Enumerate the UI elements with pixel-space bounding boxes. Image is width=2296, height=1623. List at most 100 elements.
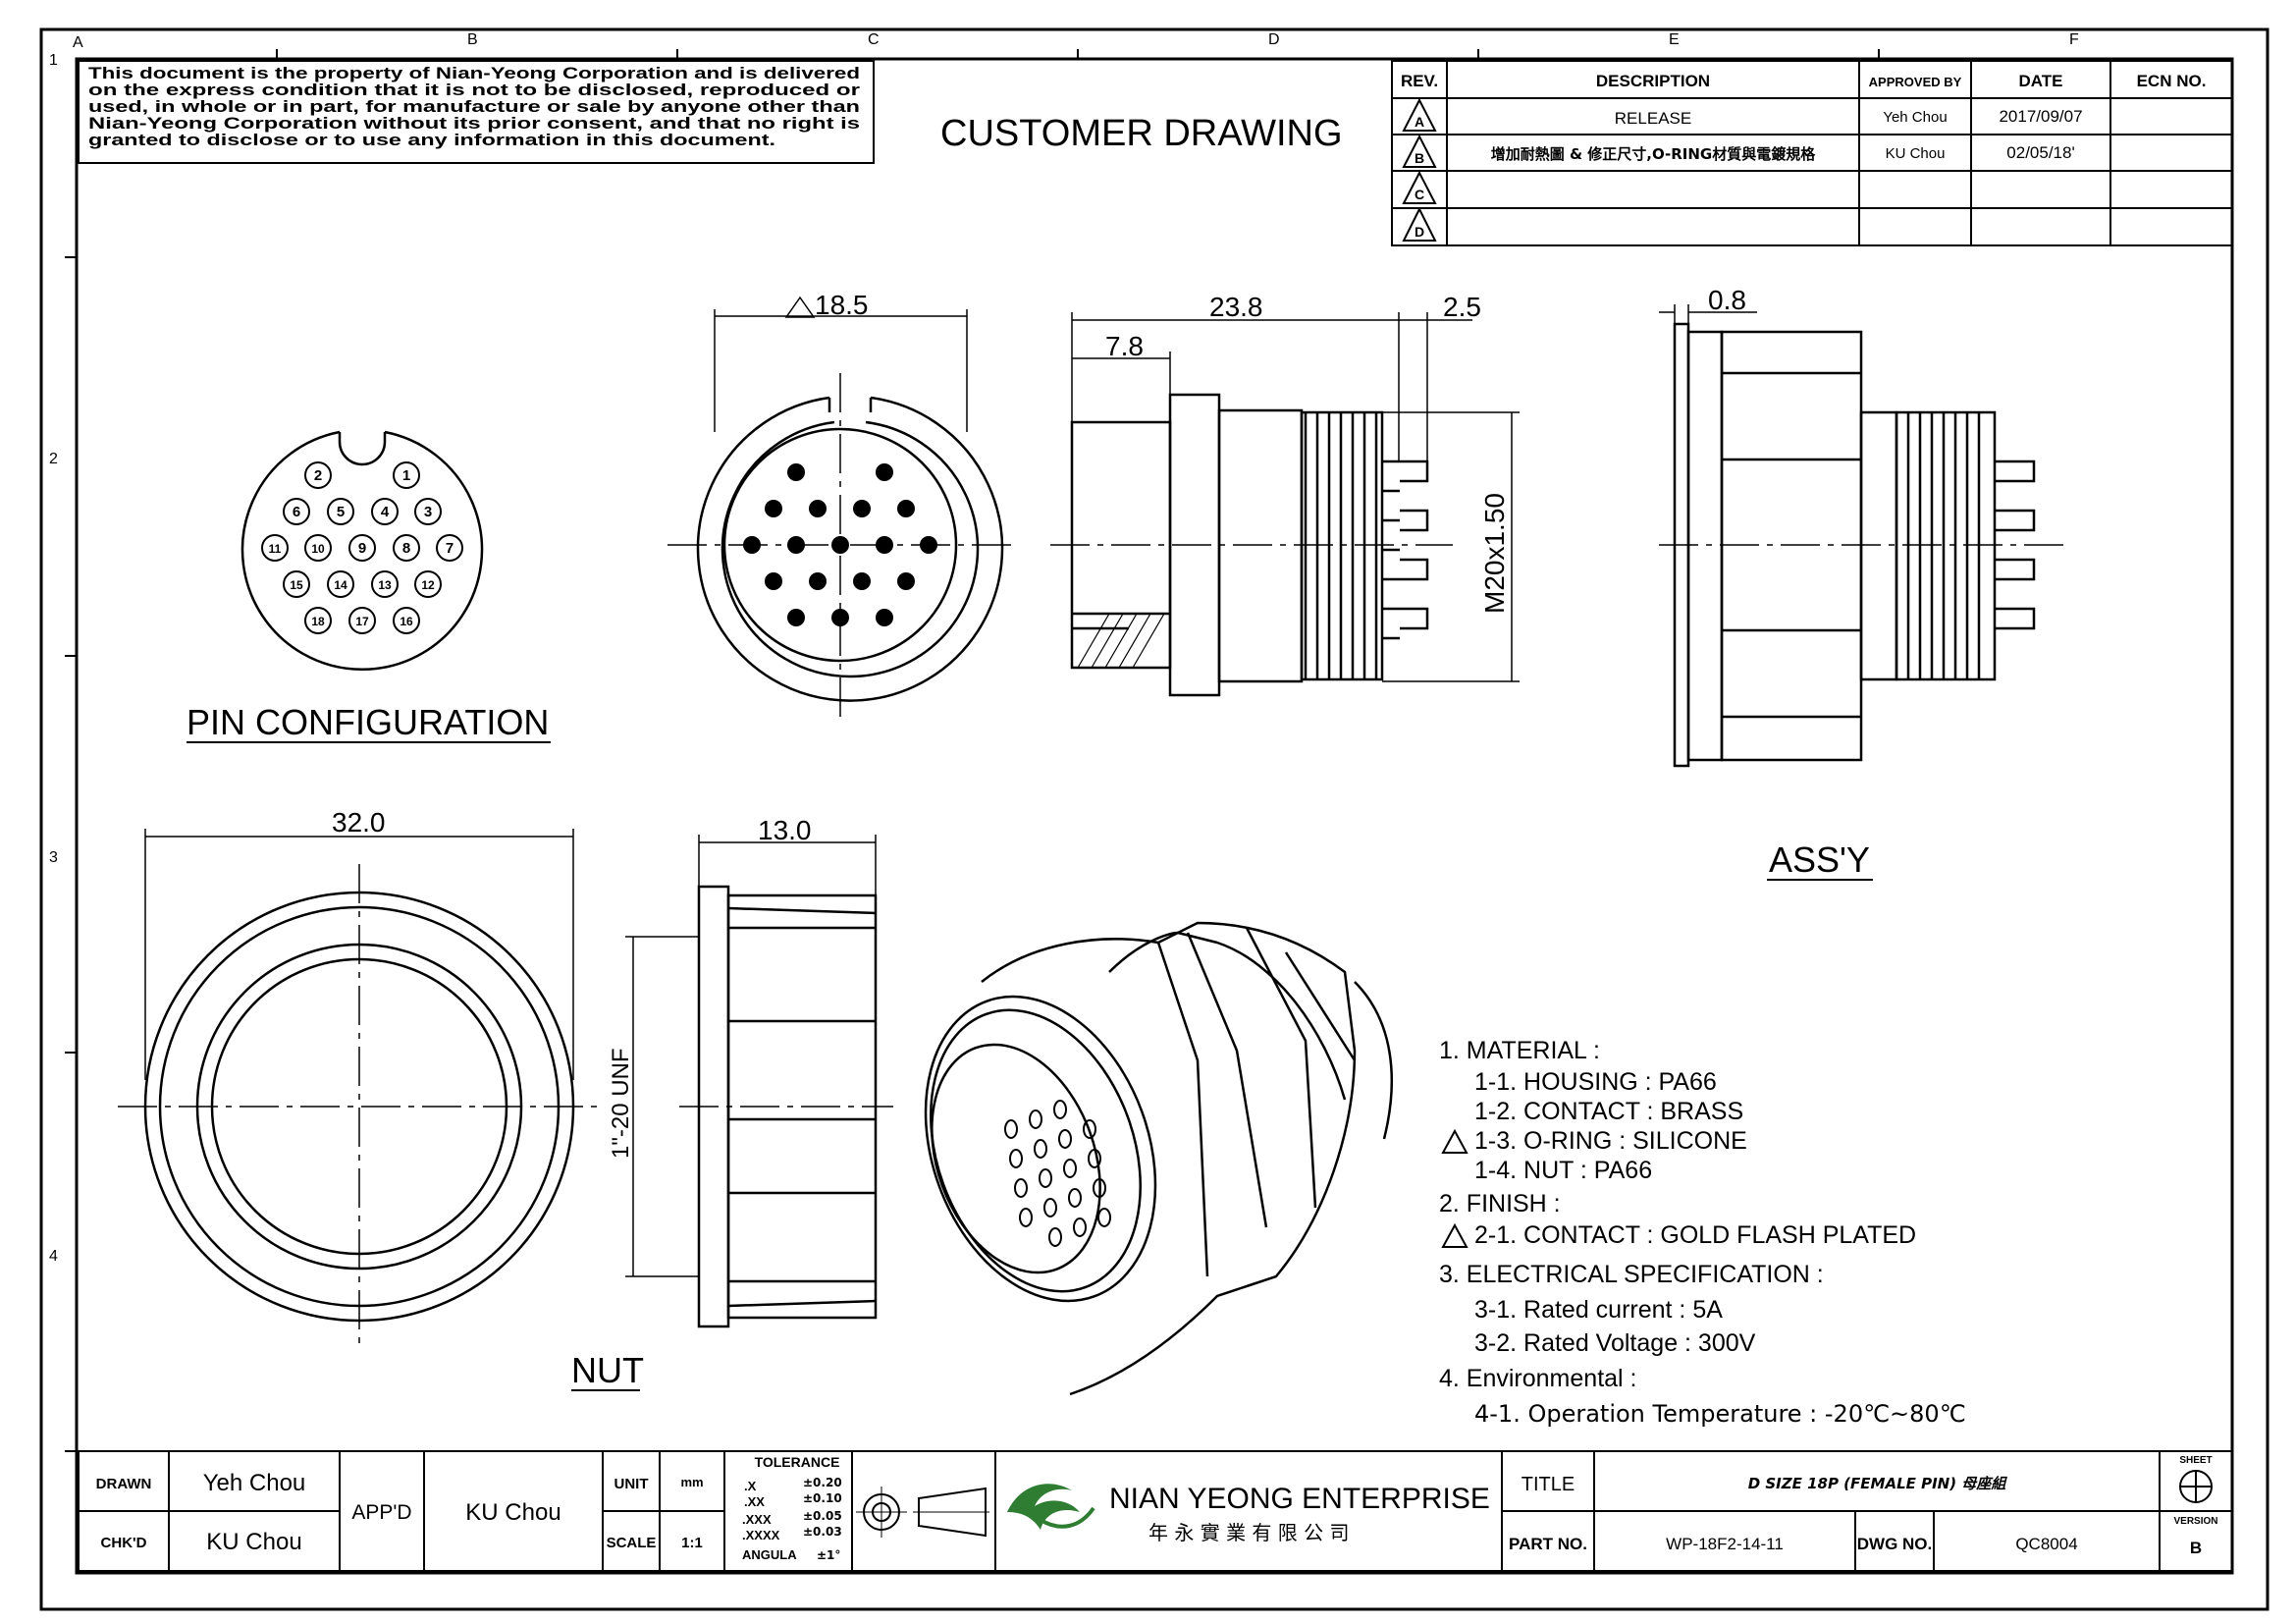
drawn-label: DRAWN xyxy=(96,1476,152,1492)
contact xyxy=(1097,1208,1111,1227)
contact xyxy=(1019,1208,1033,1227)
tolerance-key: .X xyxy=(744,1479,757,1493)
svg-text:8: 8 xyxy=(402,540,410,557)
chkd-value: KU Chou xyxy=(206,1529,301,1555)
note-line: 1-2. CONTACT : BRASS xyxy=(1474,1098,1743,1125)
svg-text:9: 9 xyxy=(358,540,366,557)
pin: 11 xyxy=(261,534,289,562)
note-line: 1-4. NUT : PA66 xyxy=(1474,1157,1652,1184)
approved-header: APPROVED BY xyxy=(1869,75,1962,89)
zone-number: 1 xyxy=(49,52,58,69)
contact xyxy=(1039,1168,1052,1188)
ecn-header: ECN NO. xyxy=(2137,72,2207,90)
pin: 15 xyxy=(283,570,310,598)
nut-thread-value: 1"-20 UNF xyxy=(608,1048,634,1159)
flange-offset-value: 7.8 xyxy=(1105,331,1144,361)
svg-text:18: 18 xyxy=(311,615,325,628)
notice-line: granted to disclose or to use any inform… xyxy=(88,131,775,149)
part-label: PART NO. xyxy=(1509,1535,1587,1553)
svg-text:7: 7 xyxy=(446,540,454,557)
contact xyxy=(1004,1119,1018,1139)
contact xyxy=(897,572,915,590)
contact xyxy=(1058,1129,1072,1149)
nut-diameter-dimension xyxy=(144,829,574,1080)
contact xyxy=(876,463,893,481)
rev-approved: Yeh Chou xyxy=(1883,109,1947,126)
zone-letter: E xyxy=(1669,31,1680,48)
part-value: WP-18F2-14-11 xyxy=(1666,1535,1784,1553)
sheet-label: SHEET xyxy=(2179,1455,2212,1466)
note-line: 1. MATERIAL : xyxy=(1439,1037,1600,1064)
pin: 17 xyxy=(348,607,376,634)
version-value: B xyxy=(2190,1539,2202,1557)
contact xyxy=(765,500,782,517)
svg-text:6: 6 xyxy=(293,504,300,520)
tolerance-value: ±0.03 xyxy=(803,1525,842,1539)
nut-front-view xyxy=(118,864,601,1345)
pin: 5 xyxy=(327,498,354,525)
zone-letter: A xyxy=(73,34,83,51)
contact xyxy=(1073,1217,1087,1237)
rev-approved: KU Chou xyxy=(1886,145,1946,162)
pin-configuration-label: PIN CONFIGURATION xyxy=(187,702,549,742)
rev-letter: B xyxy=(1415,150,1424,166)
contact xyxy=(1043,1198,1057,1217)
tolerance-key: ANGULA xyxy=(742,1547,797,1562)
note-line: 1-1. HOUSING : PA66 xyxy=(1474,1068,1717,1096)
svg-text:11: 11 xyxy=(269,542,282,556)
notice-line: used, in whole or in part, for manufactu… xyxy=(88,97,860,116)
rev-letter: A xyxy=(1415,114,1424,130)
pin: 1 xyxy=(393,461,420,489)
title-label: TITLE xyxy=(1522,1474,1575,1495)
revision-headers: REV. DESCRIPTION APPROVED BY DATE ECN NO… xyxy=(1401,72,2206,90)
body-length-value: 23.8 xyxy=(1209,292,1263,322)
notes: 1. MATERIAL : 1-1. HOUSING : PA66 1-2. C… xyxy=(1439,1037,1966,1428)
svg-text:4: 4 xyxy=(381,504,390,520)
drawn-value: Yeh Chou xyxy=(203,1470,306,1496)
contact xyxy=(1014,1178,1028,1198)
appd-label: APP'D xyxy=(351,1501,411,1524)
contact xyxy=(853,500,871,517)
title-block-fields: DRAWN Yeh Chou CHK'D KU Chou APP'D KU Ch… xyxy=(96,1454,840,1555)
contact xyxy=(787,536,805,554)
tolerance-value: ±1° xyxy=(817,1548,840,1562)
pin: 12 xyxy=(414,570,442,598)
contact xyxy=(876,609,893,626)
notice-box xyxy=(78,60,875,164)
pin: 3 xyxy=(414,498,442,525)
chkd-label: CHK'D xyxy=(101,1535,147,1551)
thread-length-value: 2.5 xyxy=(1443,292,1481,322)
appd-value: KU Chou xyxy=(465,1499,561,1526)
contact xyxy=(897,500,915,517)
contact xyxy=(1053,1100,1067,1119)
tolerance-value: ±0.20 xyxy=(803,1476,842,1489)
rev-letter: D xyxy=(1415,224,1424,240)
note-line: 3. ELECTRICAL SPECIFICATION : xyxy=(1439,1261,1824,1288)
notice-line: This document is the property of Nian-Ye… xyxy=(88,64,860,82)
contact xyxy=(1068,1188,1082,1208)
svg-text:1: 1 xyxy=(402,467,410,484)
front-diameter-value: 18.5 xyxy=(815,290,869,320)
note-line: 2-1. CONTACT : GOLD FLASH PLATED xyxy=(1474,1221,1916,1249)
note-line: 3-1. Rated current : 5A xyxy=(1474,1296,1723,1324)
assy-label: ASS'Y xyxy=(1769,839,1870,880)
pin-configuration-view xyxy=(240,430,484,671)
notice-line: on the express condition that it is not … xyxy=(88,81,861,99)
tolerance-values: .X ±0.20 .XX ±0.10 .XXX ±0.05 .XXXX ±0.0… xyxy=(742,1476,842,1562)
tolerance-key: .XXX xyxy=(742,1512,772,1527)
rev-description: RELEASE xyxy=(1615,109,1691,128)
zone-letter: F xyxy=(2069,31,2079,48)
pin: 13 xyxy=(371,570,399,598)
pin: 14 xyxy=(327,570,354,598)
dwg-label: DWG NO. xyxy=(1857,1535,1933,1553)
revision-marker-icon xyxy=(1441,1128,1468,1248)
contact xyxy=(1063,1159,1077,1178)
notice-line: Nian-Yeong Corporation without its prior… xyxy=(88,114,860,133)
tolerance-value: ±0.05 xyxy=(803,1509,842,1523)
side-dimensions xyxy=(1071,312,1520,682)
outer-border xyxy=(39,27,2269,1611)
note-line: 4. Environmental : xyxy=(1439,1365,1637,1392)
contact xyxy=(1009,1149,1023,1168)
description-header: DESCRIPTION xyxy=(1596,72,1710,90)
contact xyxy=(787,609,805,626)
